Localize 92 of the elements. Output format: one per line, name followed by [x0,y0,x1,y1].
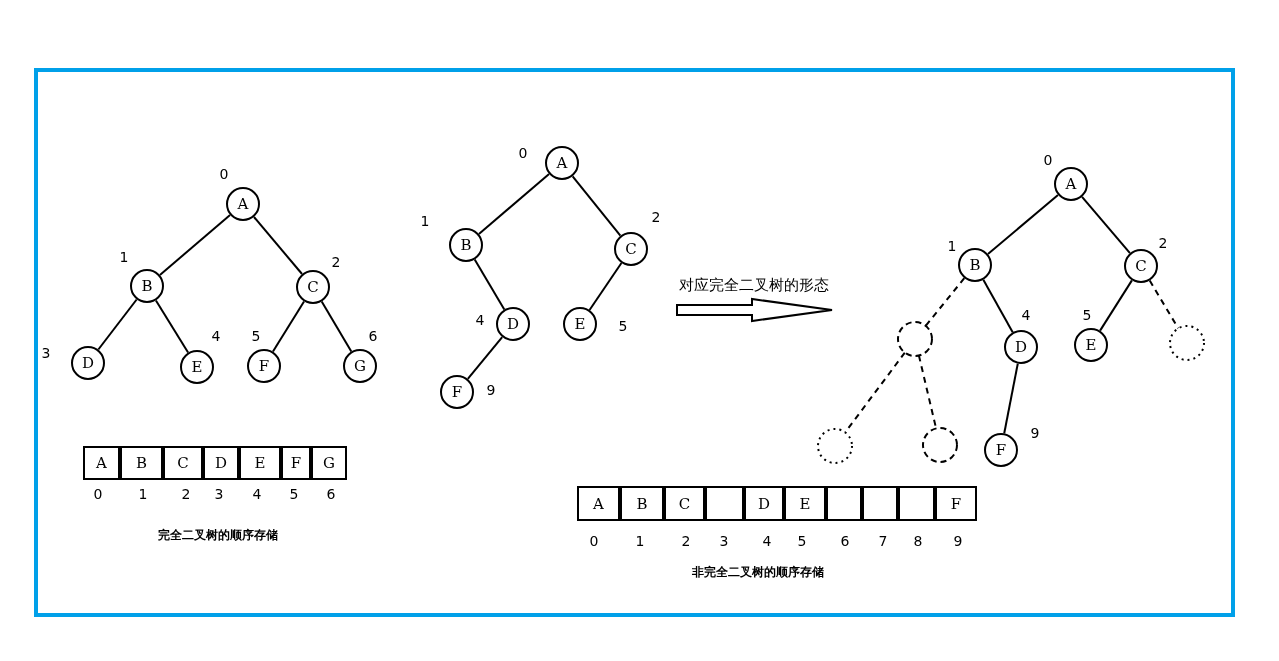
index-number: 0 [518,145,528,161]
index-number: 5 [251,328,261,344]
index-number: 5 [618,318,628,334]
tree-edge [154,299,190,354]
index-number: 0 [93,486,103,502]
index-number: 2 [331,254,341,270]
index-number: 3 [719,533,729,549]
array-cell: D [203,446,239,480]
index-number: 5 [797,533,807,549]
tree-node: F [440,375,474,409]
index-number: 0 [589,533,599,549]
index-number: 0 [1043,152,1053,168]
index-number: 2 [651,209,661,225]
tree-edge [571,175,622,237]
index-number: 5 [1082,307,1092,323]
index-number: 9 [486,382,496,398]
tree-edge [1003,362,1019,435]
index-number: 3 [41,345,51,361]
tree-edge [320,300,353,353]
arrow-label: 对应完全二叉树的形态 [679,275,829,295]
index-number: 2 [681,533,691,549]
empty-circle [817,428,853,464]
tree-node: A [1054,167,1088,201]
index-number: 1 [947,238,957,254]
tree-edge [473,258,506,311]
tree-edge [924,277,966,327]
tree-node: B [958,248,992,282]
tree-node: G [343,349,377,383]
array-cell: A [577,486,620,521]
array-cell: E [239,446,281,480]
array-cell: C [163,446,203,480]
tree-node: C [614,232,648,266]
tree-node: D [1004,330,1038,364]
tree-node: B [130,269,164,303]
tree-edge [252,216,304,275]
tree-node: F [247,349,281,383]
index-number: 6 [840,533,850,549]
empty-circle [897,321,933,357]
tree-node: F [984,433,1018,467]
empty-circle [1169,325,1205,361]
tree-edge [158,214,232,276]
tree-edge [466,336,504,380]
tree-node: D [71,346,105,380]
tree-node: E [180,350,214,384]
tree-node: B [449,228,483,262]
index-number: 9 [953,533,963,549]
tree-node: E [1074,328,1108,362]
tree-node: C [1124,249,1158,283]
tree-edge [1081,195,1131,255]
tree-edge [588,262,623,311]
array-cell: B [620,486,664,521]
tree-node: E [563,307,597,341]
caption: 完全二叉树的顺序存储 [158,526,278,544]
index-number: 4 [252,486,262,502]
index-number: 1 [138,486,148,502]
array-cell: A [83,446,120,480]
index-number: 2 [1158,235,1168,251]
tree-node: D [496,307,530,341]
array-cell: B [120,446,163,480]
array-cell: C [664,486,705,521]
array-cell: F [281,446,311,480]
index-number: 9 [1030,425,1040,441]
index-number: 1 [635,533,645,549]
tree-edge [97,298,138,351]
tree-edge [987,193,1059,256]
index-number: 4 [211,328,221,344]
array-cell: E [784,486,826,521]
index-number: 3 [214,486,224,502]
tree-edge [1099,279,1133,332]
array-cell: G [311,446,347,480]
empty-circle [922,427,958,463]
index-number: 1 [119,249,129,265]
tree-node: C [296,270,330,304]
tree-edge [982,278,1014,334]
index-number: 4 [1021,307,1031,323]
index-number: 5 [289,486,299,502]
index-number: 1 [420,213,430,229]
tree-node: A [545,146,579,180]
index-number: 4 [475,312,485,328]
index-number: 0 [219,166,229,182]
index-number: 8 [913,533,923,549]
index-number: 6 [326,486,336,502]
array-cell: D [744,486,784,521]
index-number: 2 [181,486,191,502]
index-number: 7 [878,533,888,549]
tree-edge [271,300,306,353]
array-cell: F [935,486,977,521]
tree-edge [477,173,551,235]
index-number: 6 [368,328,378,344]
caption: 非完全二叉树的顺序存储 [692,563,824,581]
tree-node: A [226,187,260,221]
index-number: 4 [762,533,772,549]
